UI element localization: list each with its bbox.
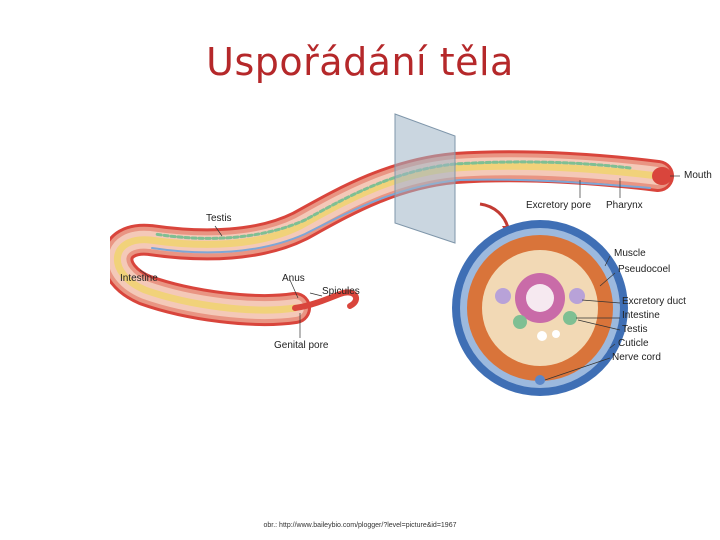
nematode-illustration [110,113,680,396]
label-intestine-cross-section: Intestine [622,310,660,321]
label-testis-cross-section: Testis [622,324,648,335]
nematode-anatomy-diagram: Mouth Excretory pore Pharynx Testis Inte… [110,108,712,408]
section-arrow [479,202,510,229]
label-testis-body: Testis [206,213,232,224]
label-mouth: Mouth [684,170,712,181]
worm-body [110,150,674,326]
cross-section [452,220,628,396]
label-intestine-body: Intestine [120,273,158,284]
label-pharynx: Pharynx [606,200,643,211]
leader-lines [139,175,680,381]
label-genital-pore: Genital pore [274,340,329,351]
worm-head [652,167,672,185]
label-pseudocoel: Pseudocoel [618,264,671,275]
label-excretory-pore: Excretory pore [526,200,592,211]
label-excretory-duct: Excretory duct [622,296,686,307]
label-spicules: Spicules [322,286,360,297]
label-cuticle: Cuticle [618,338,649,349]
label-anus: Anus [282,273,305,284]
section-plane [394,113,456,244]
slide-title: Uspořádání těla [206,40,514,84]
label-muscle: Muscle [614,248,646,259]
label-nerve-cord: Nerve cord [612,352,661,363]
image-source-caption: obr.: http://www.baileybio.com/plogger/?… [263,522,457,529]
